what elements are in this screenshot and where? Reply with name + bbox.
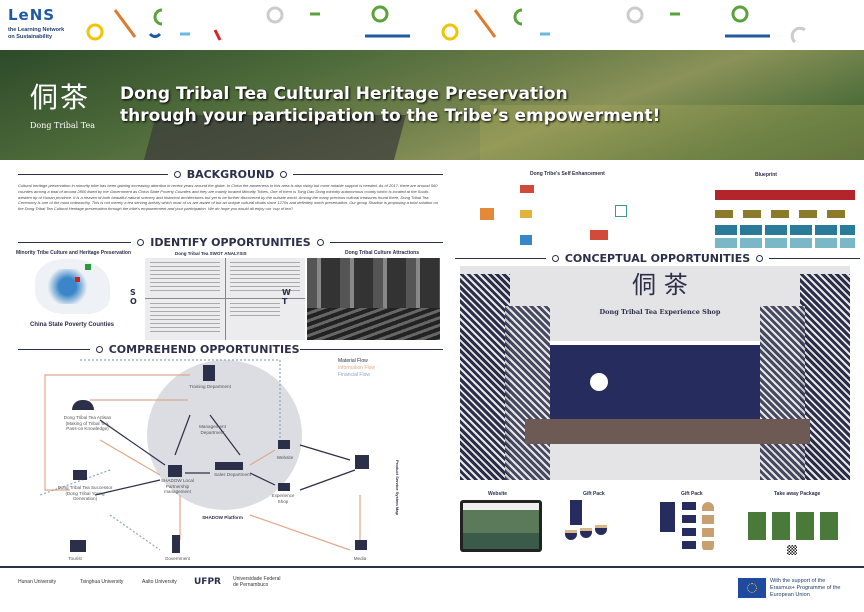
product-label-takeaway: Take away Package (774, 491, 821, 497)
lens-logo: LeNS (8, 6, 56, 24)
pss-map-label: Product Service System Map (395, 460, 400, 515)
node-sales: Sales Department (214, 472, 251, 477)
pattern-wall (550, 341, 760, 419)
blueprint-diagram (695, 180, 860, 250)
identify-heading: IDENTIFY OPPORTUNITIES (18, 235, 444, 249)
logo-tsinghua: Tsinghua University (80, 579, 124, 585)
training-building-icon (203, 365, 215, 381)
attractions-photo (307, 258, 440, 340)
footer-divider (0, 566, 864, 568)
node-management: Management Department (199, 424, 226, 435)
comprehend-heading: COMPREHEND OPPORTUNITIES (18, 342, 443, 356)
shop-name: Dong Tribal Tea Experience Shop (599, 308, 721, 316)
heading-text: IDENTIFY OPPORTUNITIES (150, 235, 311, 249)
tourist-people-icon (70, 540, 86, 552)
blueprint-title: Blueprint (755, 172, 777, 178)
attractions-title: Dong Tribal Culture Attractions (345, 250, 419, 256)
legend-financial: Financial Flow (338, 372, 370, 378)
shop-icon (278, 483, 290, 491)
node-training: Training Department (189, 384, 231, 389)
government-building-icon (172, 535, 180, 553)
successor-people-icon (73, 470, 87, 480)
title-line-1: Dong Tribal Tea Cultural Heritage Preser… (120, 84, 568, 104)
heading-text: COMPREHEND OPPORTUNITIES (108, 342, 300, 356)
banner-image (0, 50, 864, 160)
shadow-building-icon (168, 465, 182, 477)
logo-ufpe: Universidade Federal de Pernambuco (232, 576, 281, 588)
node-tourist: Tourist (68, 556, 82, 561)
poverty-title: China State Poverty Counties (30, 322, 115, 328)
self-enhancement-diagram (475, 180, 635, 250)
legend-material: Material Flow (338, 358, 368, 364)
website-monitor-icon (278, 440, 290, 449)
background-text: Cultural heritage preservation in minori… (18, 183, 438, 212)
decorative-pattern (86, 5, 806, 44)
media-camera-icon (355, 540, 367, 550)
title-line-2: through your participation to the Tribe’… (120, 106, 661, 126)
node-artisan: Dong Tribal Tea Artisan (Making of Triba… (63, 415, 112, 431)
node-government: Government (164, 556, 191, 561)
gift-pack-cups (565, 500, 610, 550)
flow-legend: Material Flow Information Flow Financial… (338, 358, 375, 379)
heading-text: BACKGROUND (186, 167, 275, 181)
shop-logo: 侗 茶 (632, 271, 688, 299)
gift-pack-box (660, 500, 720, 556)
node-platform: SHADOW Platform (202, 515, 243, 520)
node-media: Media (353, 556, 367, 561)
eu-flag-icon (738, 578, 766, 598)
banner-logo-subtitle: Dong Tribal Tea (30, 121, 95, 130)
logo-hunan: Hunan University (18, 579, 57, 585)
node-shadow: SHADOW Local Partnership management (161, 478, 194, 494)
heading-text: CONCEPTUAL OPPORTUNITIES (564, 251, 751, 265)
takeaway-cups (748, 512, 840, 540)
swot-chart (145, 258, 305, 340)
sales-shops-icon (215, 462, 243, 470)
poster-title: Dong Tribal Tea Cultural Heritage Preser… (120, 83, 660, 127)
header: LeNS the Learning Network on Sustainabil… (0, 0, 864, 50)
experience-shop-render (460, 266, 850, 480)
node-shop: Experience Shop (271, 493, 295, 504)
logo-aalto: Aalto University (142, 579, 177, 585)
background-heading: BACKGROUND (18, 167, 443, 181)
product-label-gift-pack-2: Gift Pack (681, 491, 703, 497)
swot-title: Dong Tribal Tea SWOT ANALYSIS (175, 251, 247, 256)
lens-subtitle: the Learning Network on Sustainability (8, 27, 65, 40)
eu-support-text: With the support of the Erasmus+ Program… (770, 578, 841, 598)
node-successor: Dong Tribal Tea Successor (Dong Tribal Y… (57, 485, 113, 501)
tea-counter (525, 419, 810, 444)
banner-logo: 侗茶 (30, 81, 91, 114)
legend-information: Information Flow (338, 365, 375, 371)
artisan-icon (72, 400, 94, 410)
self-enhancement-title: Dong Tribe's Self Enhancement (530, 171, 605, 177)
customers-people-icon (355, 455, 369, 469)
logo-ufpr: UFPR (194, 577, 221, 587)
partner-logos: Hunan University Tsinghua University Aal… (18, 576, 283, 588)
website-mockup (460, 500, 542, 552)
china-map (35, 259, 110, 314)
product-label-gift-pack-1: Gift Pack (583, 491, 605, 497)
conceptual-heading: CONCEPTUAL OPPORTUNITIES (455, 251, 860, 265)
map-title: Minority Tribe Culture and Heritage Pres… (16, 250, 132, 256)
node-website: Website (276, 455, 294, 460)
qr-code (787, 545, 797, 555)
product-label-website: Website (488, 491, 508, 497)
